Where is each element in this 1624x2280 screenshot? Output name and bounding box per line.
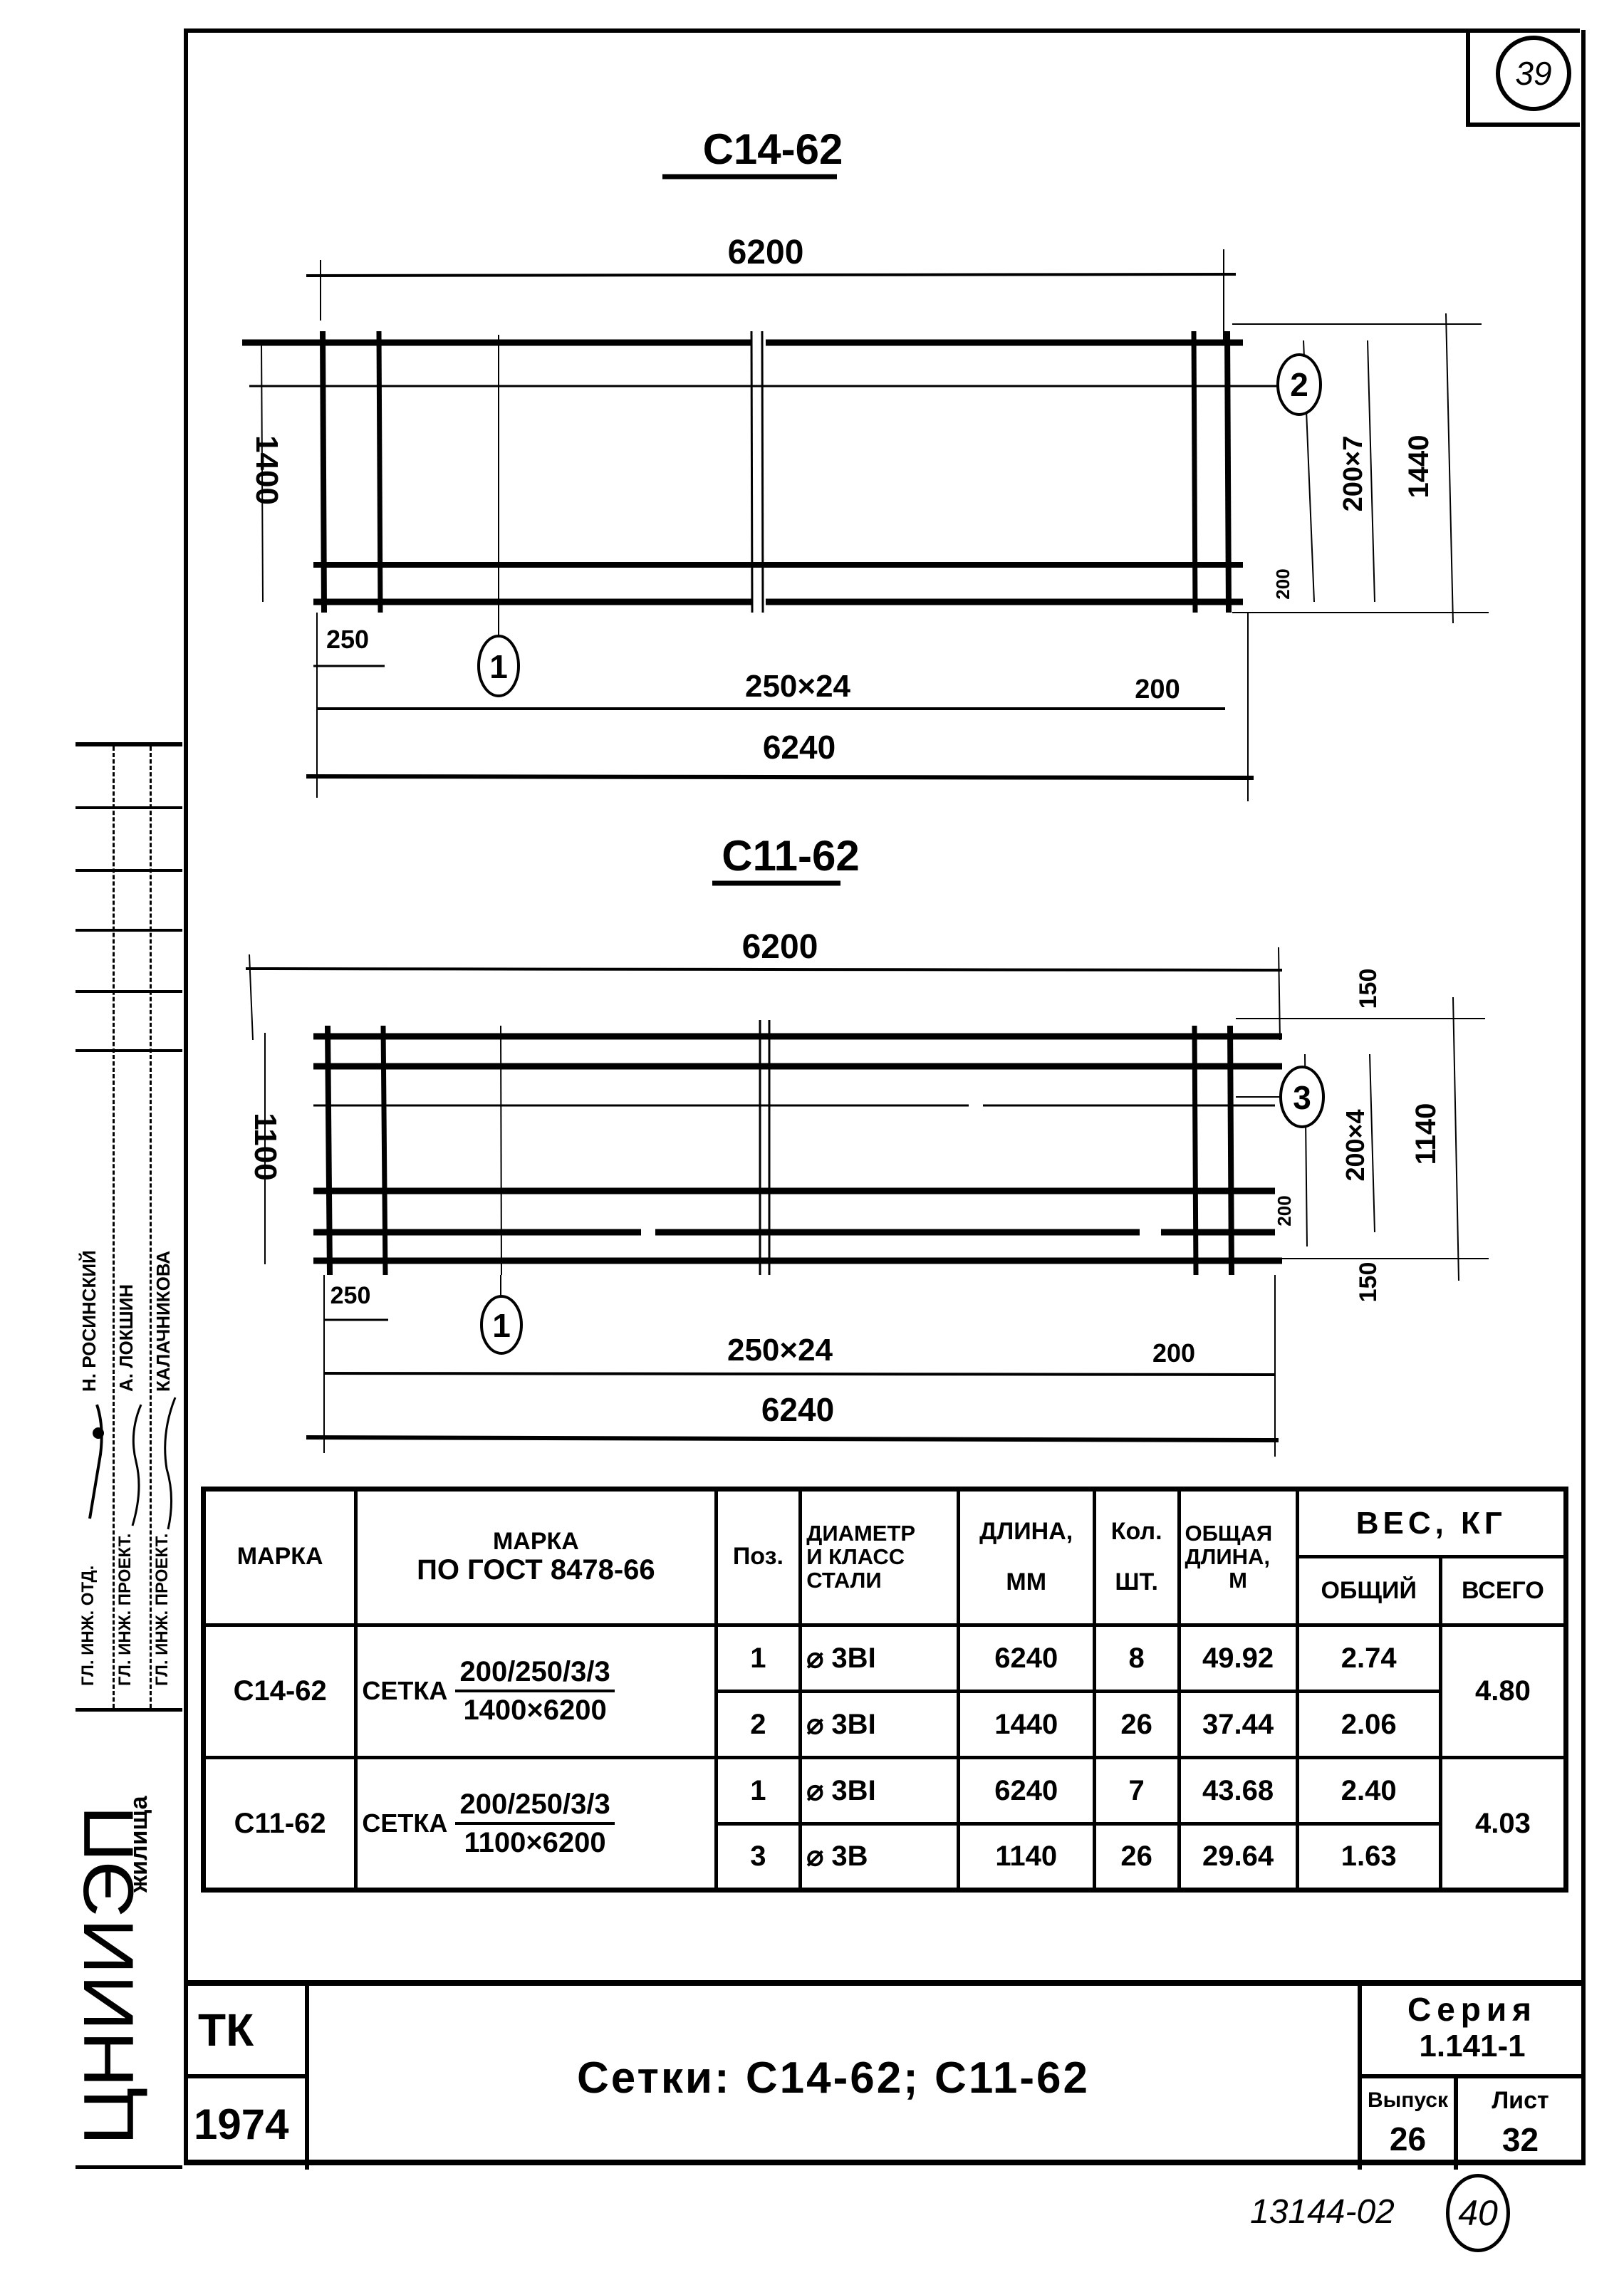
- cell-length: 6240: [956, 1623, 1096, 1693]
- drawing-1-title: С14-62: [703, 125, 843, 173]
- d2-dim-6240: 6240: [761, 1391, 834, 1428]
- drawing-c14-62: С14-62 6200 1400 200×7 1440 200 2 250 25…: [242, 125, 1489, 801]
- side-stamp: Н. РОСИНСКИЙ А. ЛОКШИН КАЛАЧНИКОВА ГЛ. И…: [63, 742, 185, 2169]
- side-stamp-grid: [76, 742, 182, 1712]
- stamp-bottom-line: [76, 2165, 182, 2169]
- cell-length: 6240: [956, 1755, 1096, 1826]
- table-row: 3 ⌀ 3В 1140 26 29.64 1.63: [204, 1821, 1566, 1893]
- cell-qty: 8: [1092, 1623, 1181, 1693]
- d1-dim-1440: 1440: [1403, 435, 1435, 499]
- cell-pos: 1: [714, 1755, 803, 1826]
- stamp-name-2: А. ЛОКШИН: [115, 1284, 137, 1392]
- d1-dim-1400: 1400: [249, 435, 284, 505]
- inventory-number: 13144-02: [1250, 2193, 1395, 2231]
- tb-code: ТК: [187, 1986, 309, 2078]
- signatures: [88, 1397, 177, 1530]
- title-block: ТК 1974 Сетки: С14-62; С11-62 Серия 1.14…: [187, 1980, 1583, 2170]
- d2-dim-1140: 1140: [1410, 1103, 1442, 1165]
- th-weight-all: ВСЕГО: [1438, 1555, 1568, 1627]
- th-weight: ВЕС, КГ: [1295, 1487, 1568, 1559]
- d2-dim-200-last: 200: [1152, 1338, 1195, 1368]
- d2-dim-150-top: 150: [1355, 969, 1382, 1009]
- page-number-top: 39: [1496, 36, 1571, 111]
- d2-dim-1100: 1100: [248, 1113, 283, 1180]
- cell-pos: 3: [714, 1821, 803, 1893]
- cell-length: 1440: [956, 1689, 1096, 1759]
- stamp-role-3: ГЛ. ИНЖ. ПРОЕКТ.: [152, 1533, 172, 1686]
- d2-marker-3: 3: [1293, 1079, 1311, 1116]
- th-mark: МАРКА: [201, 1487, 358, 1627]
- d1-marker-2: 2: [1290, 366, 1308, 403]
- d1-dim-200x7: 200×7: [1338, 436, 1368, 512]
- d1-marker-1: 1: [489, 648, 508, 685]
- cell-length: 1140: [956, 1821, 1096, 1893]
- th-length: ДЛИНА,ММ: [956, 1487, 1096, 1627]
- cell-total-length: 29.64: [1177, 1821, 1299, 1893]
- d2-dim-250x24: 250×24: [727, 1333, 833, 1368]
- page-number-bottom: 40: [1446, 2174, 1510, 2252]
- cell-mark: С11-62: [201, 1755, 358, 1893]
- cell-weight-all: 4.03: [1438, 1755, 1568, 1893]
- stamp-role-2: ГЛ. ИНЖ. ПРОЕКТ.: [115, 1533, 135, 1686]
- d1-dim-250: 250: [326, 625, 369, 654]
- cell-pos: 2: [714, 1689, 803, 1759]
- tb-issue: Выпуск 26: [1362, 2078, 1458, 2170]
- th-pos: Поз.: [714, 1487, 803, 1627]
- th-qty: Кол.ШТ.: [1092, 1487, 1181, 1627]
- d1-dim-200-last: 200: [1135, 675, 1180, 704]
- drawing-c11-62: С11-62 6200 1100 150 200×4 1140 200 150 …: [245, 832, 1489, 1457]
- d2-dim-150-bottom: 150: [1355, 1262, 1382, 1303]
- cell-total-length: 49.92: [1177, 1623, 1299, 1693]
- cell-weight-total: 2.40: [1295, 1755, 1442, 1826]
- cell-pos: 1: [714, 1623, 803, 1693]
- tb-title: Сетки: С14-62; С11-62: [309, 1986, 1362, 2170]
- cell-weight-total: 2.74: [1295, 1623, 1442, 1693]
- cell-qty: 26: [1092, 1821, 1181, 1893]
- table-row: 2 ⌀ 3ВI 1440 26 37.44 2.06: [204, 1689, 1566, 1759]
- d2-dim-6200-top: 6200: [742, 928, 818, 966]
- cell-total-length: 37.44: [1177, 1689, 1299, 1759]
- tb-series: Серия 1.141-1: [1362, 1986, 1583, 2078]
- cell-diameter: ⌀ 3ВI: [798, 1623, 960, 1693]
- cell-diameter: ⌀ 3ВI: [798, 1689, 960, 1759]
- cell-qty: 26: [1092, 1689, 1181, 1759]
- th-weight-total: ОБЩИЙ: [1295, 1555, 1442, 1627]
- cell-diameter: ⌀ 3В: [798, 1821, 960, 1893]
- cell-total-length: 43.68: [1177, 1755, 1299, 1826]
- tb-sheet: Лист 32: [1492, 2087, 1549, 2158]
- d1-dim-250x24: 250×24: [745, 669, 851, 704]
- drawing-2-title: С11-62: [722, 832, 859, 880]
- d2-marker-1: 1: [492, 1307, 511, 1344]
- d1-dim-6200-top: 6200: [728, 234, 804, 271]
- d1-dim-200-edge: 200: [1272, 568, 1294, 599]
- stamp-name-1: Н. РОСИНСКИЙ: [78, 1250, 100, 1392]
- cell-weight-all: 4.80: [1438, 1623, 1568, 1759]
- cell-qty: 7: [1092, 1755, 1181, 1826]
- drawing-frame: [184, 30, 1586, 2165]
- top-border: [184, 28, 1470, 33]
- d2-dim-200x4: 200×4: [1341, 1109, 1370, 1181]
- tb-year: 1974: [187, 2078, 309, 2170]
- cell-mark: С14-62: [201, 1623, 358, 1759]
- stamp-name-3: КАЛАЧНИКОВА: [152, 1250, 174, 1392]
- stamp-role-1: ГЛ. ИНЖ. ОТД.: [78, 1565, 98, 1686]
- cell-weight-total: 2.06: [1295, 1689, 1442, 1759]
- cell-weight-total: 1.63: [1295, 1821, 1442, 1893]
- d2-dim-200-edge: 200: [1274, 1195, 1295, 1226]
- stamp-org-suffix: жилища: [125, 1796, 152, 1893]
- page-number-box: [1466, 28, 1580, 127]
- cell-diameter: ⌀ 3ВI: [798, 1755, 960, 1826]
- d1-dim-6240: 6240: [763, 729, 836, 766]
- d2-dim-250: 250: [330, 1282, 371, 1309]
